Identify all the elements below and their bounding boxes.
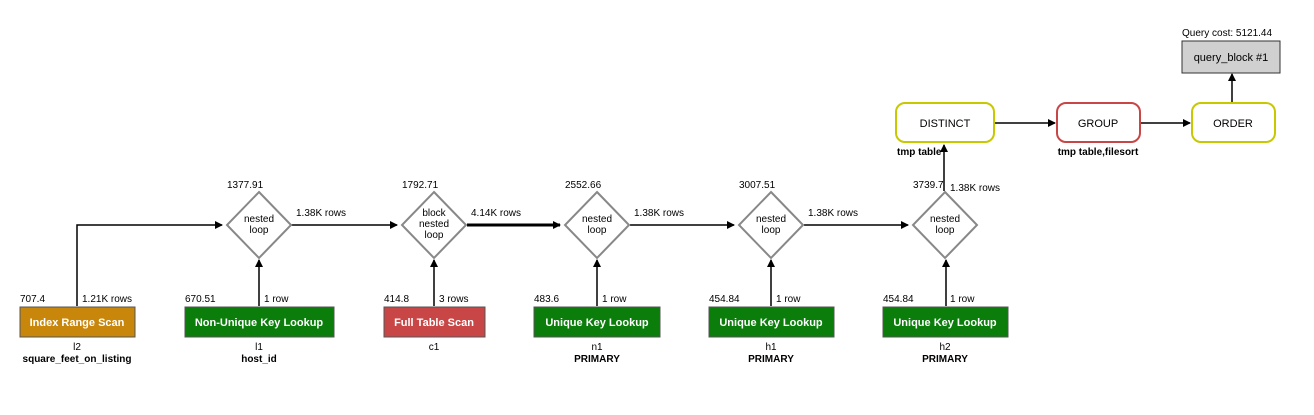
table-access-label: Unique Key Lookup: [719, 317, 823, 329]
loop-diamond: [225, 190, 293, 260]
order-box: [1191, 102, 1276, 143]
loop-diamond: [400, 190, 468, 260]
query-block-label: query_block #1: [1194, 52, 1269, 64]
table-access-box: [882, 306, 1009, 338]
order-node[interactable]: ORDER: [1191, 102, 1276, 143]
loop-label-line: loop: [936, 225, 955, 236]
table-access-label: Index Range Scan: [30, 317, 125, 329]
query-block-node[interactable]: Query cost: 5121.44 query_block #1: [1181, 28, 1281, 74]
loop-diamond: [563, 190, 631, 260]
table-access-label: Full Table Scan: [394, 317, 474, 329]
table-cost: 414.8: [384, 294, 409, 305]
loop-node[interactable]: 2552.66 nested loop 1.38K rows: [563, 180, 684, 260]
loop-label-line: loop: [250, 225, 269, 236]
loop-cost: 3007.51: [739, 180, 776, 191]
block-loop-node[interactable]: 1792.71 block nested loop 4.14K rows: [400, 180, 521, 260]
loop-label-line: loop: [425, 230, 444, 241]
loop-cost: 1377.91: [227, 180, 264, 191]
distinct-node[interactable]: DISTINCT tmp table: [895, 102, 995, 158]
group-label: GROUP: [1078, 118, 1118, 130]
table-cost: 454.84: [709, 294, 740, 305]
table-access-box: [19, 306, 136, 338]
table-name: l2: [73, 342, 81, 353]
loop-node[interactable]: 3007.51 nested loop 1.38K rows: [737, 180, 858, 260]
loop-output-rows: 1.38K rows: [296, 208, 346, 219]
table-name: h1: [765, 342, 777, 353]
loop-label-line: block: [422, 208, 446, 219]
table-node-c1[interactable]: 414.8 3 rows Full Table Scan c1: [383, 294, 486, 353]
group-note: tmp table,filesort: [1058, 147, 1139, 158]
table-rows: 3 rows: [439, 294, 468, 305]
table-name: n1: [591, 342, 603, 353]
table-rows: 1 row: [602, 294, 627, 305]
table-key: square_feet_on_listing: [23, 354, 132, 365]
loop-cost: 1792.71: [402, 180, 439, 191]
loop-cost: 2552.66: [565, 180, 602, 191]
table-rows: 1 row: [264, 294, 289, 305]
loop-label-line: loop: [588, 225, 607, 236]
loop-label-line: nested: [582, 214, 612, 225]
table-cost: 454.84: [883, 294, 914, 305]
edges: [76, 73, 1236, 306]
table-rows: 1.21K rows: [82, 294, 132, 305]
loop-node[interactable]: 1377.91 nested loop 1.38K rows: [225, 180, 346, 260]
loop-diamond: [737, 190, 805, 260]
loop-node[interactable]: 3739.7 nested loop 1.38K rows: [911, 180, 1000, 260]
table-access-box: [708, 306, 835, 338]
table-node-h1[interactable]: 454.84 1 row Unique Key Lookup h1 PRIMAR…: [708, 294, 835, 365]
table-key: PRIMARY: [922, 354, 968, 365]
table-node-h2[interactable]: 454.84 1 row Unique Key Lookup h2 PRIMAR…: [882, 294, 1009, 365]
loop-label-line: nested: [419, 219, 449, 230]
table-access-box: [533, 306, 661, 338]
group-node[interactable]: GROUP tmp table,filesort: [1056, 102, 1141, 158]
table-rows: 1 row: [776, 294, 801, 305]
table-key: PRIMARY: [574, 354, 620, 365]
edge-l2-to-loop1: [76, 221, 223, 306]
table-name: c1: [429, 342, 440, 353]
loop-diamond: [911, 190, 979, 260]
table-key: PRIMARY: [748, 354, 794, 365]
table-cost: 483.6: [534, 294, 559, 305]
table-rows: 1 row: [950, 294, 975, 305]
table-access-box: [184, 306, 335, 338]
distinct-box: [895, 102, 995, 143]
loop-label-line: nested: [756, 214, 786, 225]
loop-cost: 3739.7: [913, 180, 944, 191]
table-node-l1[interactable]: 670.51 1 row Non-Unique Key Lookup l1 ho…: [184, 294, 335, 365]
distinct-note: tmp table: [897, 147, 942, 158]
table-cost: 670.51: [185, 294, 216, 305]
loop-output-rows: 4.14K rows: [471, 208, 521, 219]
table-access-label: Unique Key Lookup: [893, 317, 997, 329]
table-name: h2: [939, 342, 951, 353]
loop-label-line: nested: [930, 214, 960, 225]
distinct-label: DISTINCT: [920, 118, 971, 130]
loop-label-line: nested: [244, 214, 274, 225]
table-cost: 707.4: [20, 294, 45, 305]
order-label: ORDER: [1213, 118, 1253, 130]
query-block-box: [1181, 40, 1281, 74]
loop-output-rows: 1.38K rows: [634, 208, 684, 219]
table-access-label: Non-Unique Key Lookup: [195, 317, 324, 329]
table-key: host_id: [241, 354, 277, 365]
loop-label-line: loop: [762, 225, 781, 236]
group-box: [1056, 102, 1141, 143]
table-node-l2[interactable]: 707.4 1.21K rows Index Range Scan l2 squ…: [19, 294, 136, 365]
loop-output-rows: 1.38K rows: [950, 183, 1000, 194]
query-cost: Query cost: 5121.44: [1182, 28, 1272, 39]
loop-output-rows: 1.38K rows: [808, 208, 858, 219]
table-access-label: Unique Key Lookup: [545, 317, 649, 329]
table-access-box: [383, 306, 486, 338]
table-node-n1[interactable]: 483.6 1 row Unique Key Lookup n1 PRIMARY: [533, 294, 661, 365]
table-name: l1: [255, 342, 263, 353]
